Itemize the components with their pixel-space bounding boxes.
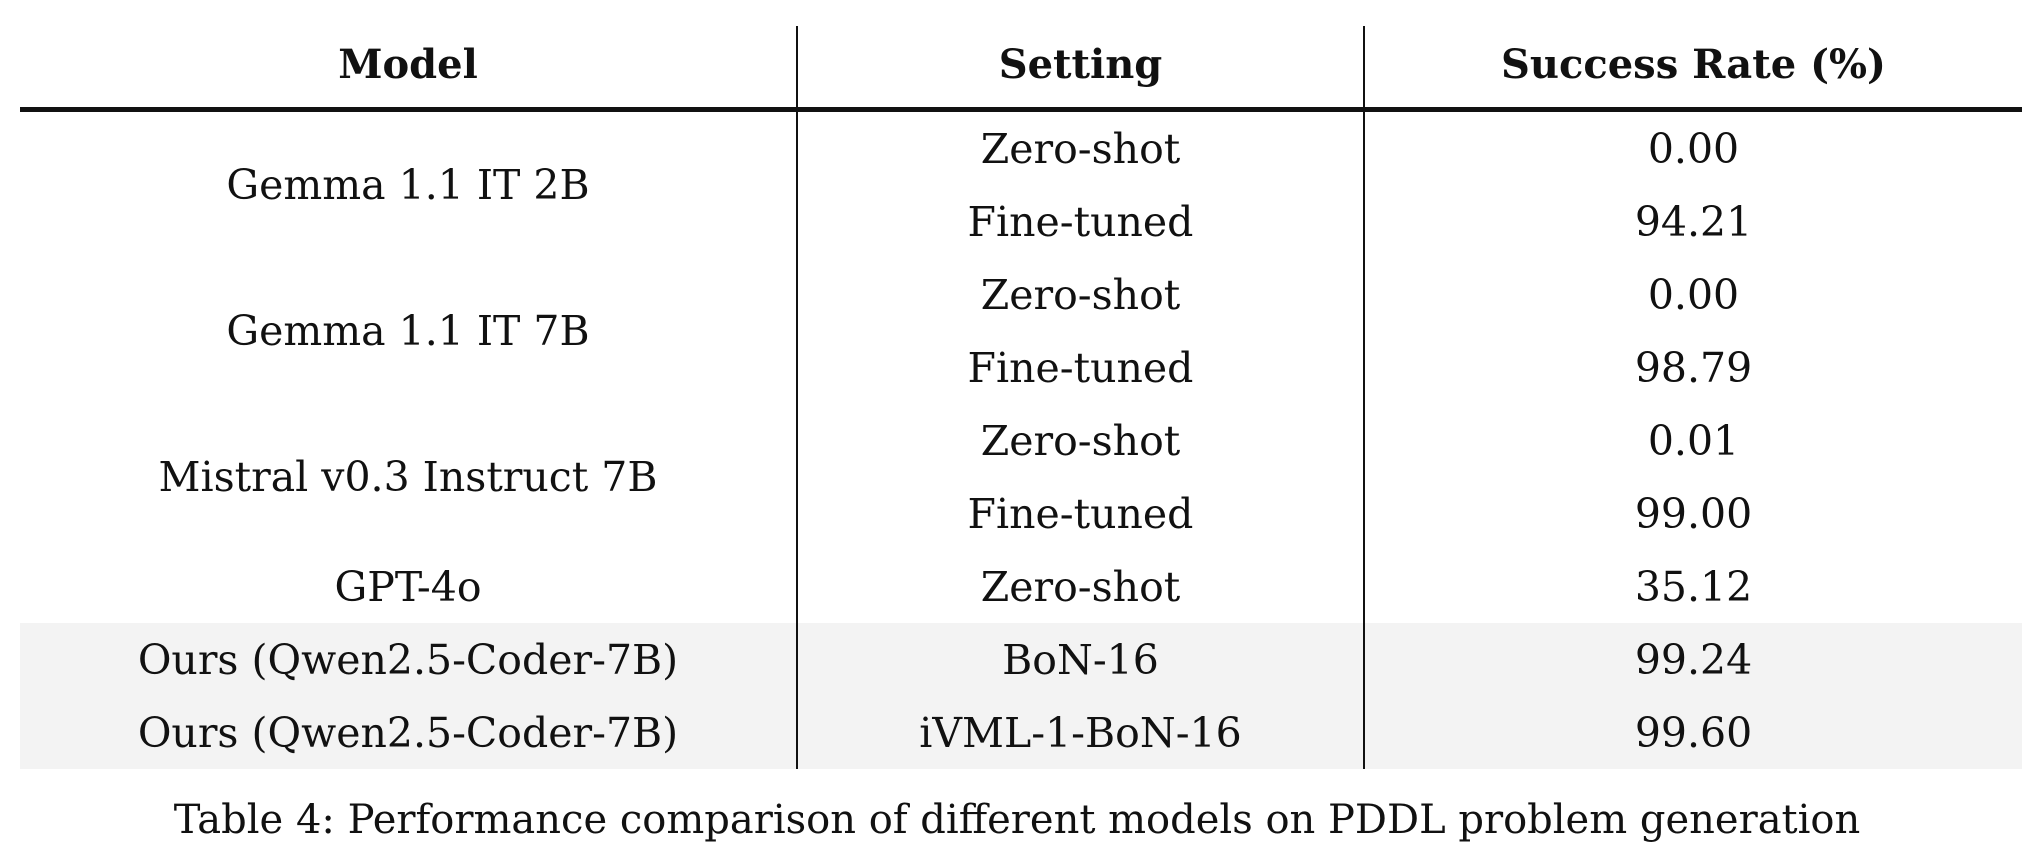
model-cell: GPT-4o bbox=[20, 550, 798, 623]
setting-cell: Zero-shot bbox=[797, 109, 1365, 185]
setting-cell: Zero-shot bbox=[797, 258, 1365, 331]
setting-cell: Zero-shot bbox=[797, 550, 1365, 623]
table-row-highlighted: Ours (Qwen2.5-Coder-7B) BoN-16 99.24 bbox=[20, 623, 2022, 696]
success-rate-cell: 35.12 bbox=[1634, 562, 1753, 611]
success-rate-cell: 0.00 bbox=[1647, 124, 1740, 173]
setting-cell: Fine-tuned bbox=[797, 477, 1365, 550]
model-cell: Mistral v0.3 Instruct 7B bbox=[20, 404, 798, 550]
header-success-rate: Success Rate (%) bbox=[1364, 26, 2022, 112]
success-rate-cell: 0.00 bbox=[1647, 270, 1740, 319]
table-row: Gemma 1.1 IT 2B Zero-shot 0.00 bbox=[20, 109, 2022, 258]
table-caption: Table 4: Performance comparison of diffe… bbox=[173, 797, 1861, 843]
setting-cell: iVML-1-BoN-16 bbox=[797, 696, 1365, 769]
model-cell: Ours (Qwen2.5-Coder-7B) bbox=[20, 696, 798, 769]
setting-cell: Fine-tuned bbox=[797, 185, 1365, 258]
table-row: Fine-tuned 94.21 bbox=[20, 185, 2022, 258]
success-rate-cell: 99.00 bbox=[1634, 489, 1753, 538]
success-rate-cell: 99.60 bbox=[1364, 696, 2022, 769]
table-row: Mistral v0.3 Instruct 7B Zero-shot 0.01 bbox=[20, 404, 2022, 550]
model-cell: Gemma 1.1 IT 2B bbox=[20, 109, 798, 258]
model-cell: Gemma 1.1 IT 7B bbox=[20, 258, 798, 404]
model-cell: Ours (Qwen2.5-Coder-7B) bbox=[20, 623, 798, 696]
setting-cell: BoN-16 bbox=[797, 623, 1365, 696]
table-row: Fine-tuned 98.79 bbox=[20, 331, 2022, 404]
table-row: Gemma 1.1 IT 7B Zero-shot 0.00 bbox=[20, 258, 2022, 404]
results-table: Model Setting Success Rate (%) Gemma 1.1… bbox=[20, 26, 2022, 769]
success-rate-cell: 98.79 bbox=[1634, 343, 1753, 392]
header-setting: Setting bbox=[797, 26, 1365, 112]
success-rate-cell: 0.01 bbox=[1647, 416, 1740, 465]
setting-cell: Fine-tuned bbox=[797, 331, 1365, 404]
table-header-row: Model Setting Success Rate (%) bbox=[20, 26, 2022, 112]
header-model: Model bbox=[20, 26, 798, 112]
success-rate-cell: 94.21 bbox=[1634, 197, 1753, 246]
table-row: Fine-tuned 99.00 bbox=[20, 477, 2022, 550]
table-row: GPT-4o Zero-shot 35.12 bbox=[20, 550, 2022, 623]
table-row-highlighted: Ours (Qwen2.5-Coder-7B) iVML-1-BoN-16 99… bbox=[20, 696, 2022, 769]
success-rate-cell: 99.24 bbox=[1364, 623, 2022, 696]
setting-cell: Zero-shot bbox=[797, 404, 1365, 477]
results-table-container: Model Setting Success Rate (%) Gemma 1.1… bbox=[20, 26, 2022, 769]
